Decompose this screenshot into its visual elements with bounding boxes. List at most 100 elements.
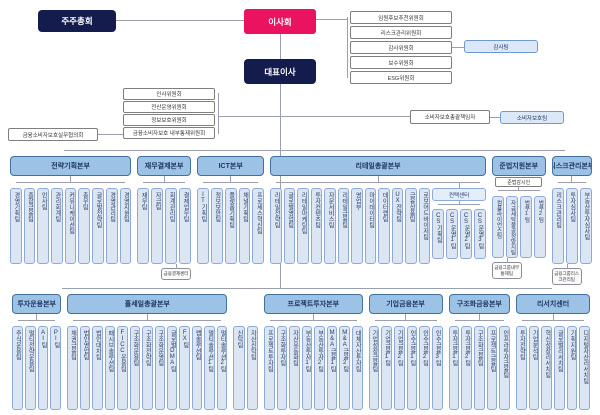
committee-box: 금융소비자보호 내부통제위원회 <box>123 127 215 139</box>
team-box: 구조화전략팀 <box>142 326 153 410</box>
team-label: 인수금융2팀 <box>421 330 428 366</box>
team-label: 총무팀 <box>81 192 88 210</box>
team-box: 경영관리팀 <box>105 188 118 264</box>
team-box: 회계관리팀 <box>165 188 178 264</box>
team-label: UX전략팀 <box>394 192 401 222</box>
division-structured-header: 구조화금융본부 <box>448 294 511 314</box>
team-label: 인프라투자금융팀 <box>501 330 508 378</box>
connector-line <box>98 134 132 135</box>
team-box: 투자전략팀 <box>516 326 527 410</box>
committee-label: 감사위원회 <box>388 45 414 52</box>
team-box: CS운영3팀 <box>473 209 486 259</box>
team-label: 기획지원팀 <box>569 330 576 360</box>
committee-box: ESG위원회 <box>350 71 452 84</box>
team-label: 인수금융1팀 <box>408 330 415 366</box>
team-box: 재무팀 <box>137 188 150 264</box>
team-label: 경영기획팀 <box>12 192 19 222</box>
team-box: 법인대차팀 <box>92 326 103 410</box>
team-label: 대체자산투자팀 <box>354 330 361 372</box>
team-box: 기업분석팀 <box>528 326 540 410</box>
team-label: CS기획팀 <box>435 213 442 243</box>
team-box: 투자금융2팀 <box>461 326 472 410</box>
committee-box: 전산운영위원회 <box>123 101 215 113</box>
connector-stem <box>146 314 148 320</box>
connector-line <box>452 47 464 48</box>
team-label: 랩솔루션팀 <box>194 330 201 360</box>
team-box: 글로벌영업팀 <box>283 188 296 264</box>
team-box: 주식운용팀 <box>12 326 23 410</box>
team-box: 구조화운영팀 <box>154 326 166 410</box>
division-ict-header: ICT본부 <box>197 156 265 176</box>
board-of-directors-box: 이사회 <box>244 9 316 34</box>
division-strategy-header: 전략기획본부 <box>10 156 132 176</box>
team-box: 신탁팀 <box>233 326 245 410</box>
team-box: 결제업무팀 <box>179 188 192 264</box>
team-label: 데이터랩팀 <box>381 192 388 222</box>
connector-line <box>62 288 552 289</box>
team-box: 자문서비스팀 <box>324 188 336 264</box>
team-box: FICC운용팀 <box>117 326 128 410</box>
team-label: M&A금융2팀 <box>341 330 348 372</box>
team-label: 채권금융팀 <box>69 330 76 360</box>
team-box: 컴플라이언스팀 <box>491 196 504 258</box>
team-box: 채권금융팀 <box>67 326 78 410</box>
team-box: IT기획팀 <box>197 188 209 264</box>
team-box: M&A금융2팀 <box>339 326 350 410</box>
team-box: 채널기획팀 <box>238 188 251 264</box>
team-box: 리테일금융팀 <box>337 188 350 264</box>
team-label: 리테일전략팀 <box>273 192 280 228</box>
team-label: 글로벌전략팀 <box>94 192 101 228</box>
team-label: 패시브솔루션팀 <box>106 330 113 372</box>
committee-box: 리스크관리위원회 <box>350 26 452 39</box>
team-label: CS운영1팀 <box>449 213 456 249</box>
team-box: 종합금융팀 <box>23 188 36 264</box>
team-box: 멀티전략운용팀 <box>24 326 36 410</box>
team-label: 멀티솔루션2팀 <box>219 330 226 372</box>
connector-stem <box>312 314 314 320</box>
shareholders-meeting-box: 주주총회 <box>38 10 116 32</box>
consumer-protection-council-box: 금융소비자보호실무협의회 <box>8 128 98 141</box>
committee-label: 임원후보추천위원회 <box>378 15 424 22</box>
division-compliance-header: 준법지원본부 <box>491 156 546 176</box>
committee-box: 감사위원회 <box>350 41 452 54</box>
team-label: 투자금융2팀 <box>463 330 470 366</box>
board-committee-list: 임원후보추천위원회 리스크관리위원회 감사위원회 보수위원회 ESG위원회 <box>350 11 452 84</box>
connector-stem <box>230 176 232 182</box>
team-box: 랩솔루션팀 <box>191 326 203 410</box>
team-box: 부동산투자1팀 <box>301 326 313 410</box>
team-box: 자산유동화팀 <box>289 326 300 410</box>
team-label: 부동산투자2팀 <box>316 330 323 372</box>
team-label: 마이데이터팀 <box>367 192 374 228</box>
team-box: 리테일전략팀 <box>270 188 282 264</box>
team-label: 투자컨텐츠팀 <box>313 192 320 228</box>
team-label: 멀티전략운용팀 <box>27 330 34 372</box>
division-project-header: 프로젝트투자본부 <box>264 294 363 314</box>
connector-line <box>316 19 347 20</box>
team-box: 법무2팀 <box>533 196 546 258</box>
team-box: 인사팀 <box>37 188 50 264</box>
team-label: 주식운용팀 <box>14 330 21 360</box>
sub-box-row: 금융그룹리스크관리팀 <box>551 263 592 286</box>
team-label: 기업성장금융팀 <box>370 330 377 372</box>
team-label: 구조화운영팀 <box>156 330 163 366</box>
team-box: M&A금융1팀 <box>326 326 338 410</box>
team-box: 인프라투자금융팀 <box>499 326 511 410</box>
team-box: 영업부 <box>351 188 363 264</box>
team-label: 글로벌영업팀 <box>286 192 293 228</box>
team-box: 프로세스혁신팀 <box>252 188 265 264</box>
team-label: 신탁팀 <box>236 330 243 348</box>
connector-line <box>218 116 410 117</box>
team-box: 정보보안팀 <box>210 188 223 264</box>
connector-stem <box>377 176 379 182</box>
committee-label: 전산운영위원회 <box>151 104 187 111</box>
committee-box: 보수위원회 <box>350 56 452 69</box>
